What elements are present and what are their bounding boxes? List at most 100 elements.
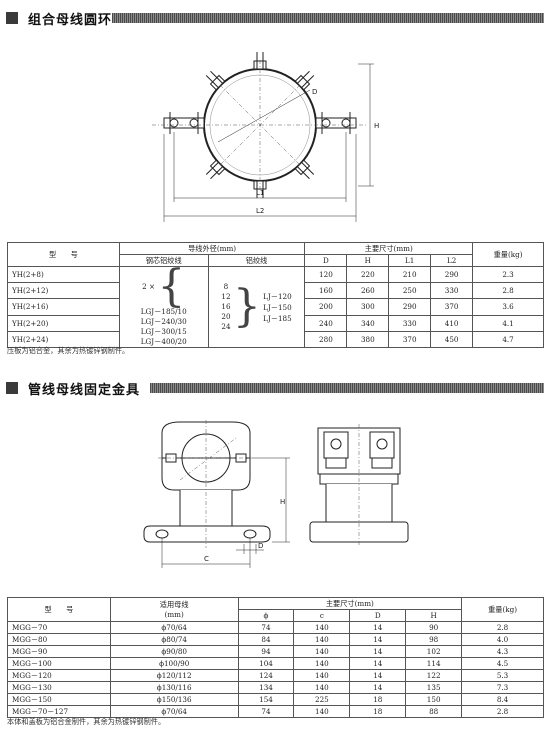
dim-label-c: C bbox=[204, 555, 209, 563]
cell-d: 160 bbox=[304, 282, 348, 300]
al-item: LJ－120 bbox=[263, 291, 292, 301]
cell-weight: 2.8 bbox=[461, 705, 544, 718]
cell-busbar: ϕ120/112 bbox=[109, 669, 239, 682]
cell-c: 140 bbox=[293, 621, 351, 634]
cell-c: 140 bbox=[293, 705, 351, 718]
table-row: MGG－150 ϕ150/136 154 225 18 150 8.4 bbox=[7, 693, 544, 706]
cell-d: 18 bbox=[349, 693, 407, 706]
al-group: 8 12 16 20 24 } LJ－120 LJ－150 LJ－185 bbox=[207, 266, 306, 348]
cell-weight: 2.8 bbox=[472, 282, 544, 300]
cell-weight: 4.0 bbox=[461, 633, 544, 646]
cell-phi: 154 bbox=[237, 693, 295, 706]
cell-d: 240 bbox=[304, 314, 348, 332]
al-size: 16 bbox=[221, 302, 231, 311]
dim-label-l2: L2 bbox=[256, 207, 264, 215]
cell-busbar: ϕ150/136 bbox=[109, 693, 239, 706]
col-header-l2: L2 bbox=[430, 254, 474, 267]
cell-phi: 74 bbox=[237, 621, 295, 634]
cell-model: YH(2+24) bbox=[7, 330, 120, 349]
section1-title: 组合母线圆环 bbox=[28, 13, 113, 28]
col-header-model: 型 号 bbox=[7, 242, 120, 267]
cell-weight: 3.6 bbox=[472, 298, 544, 316]
acsr-group: 2 × { LGJ－185/10 LGJ－240/30 LGJ－300/15 L… bbox=[118, 265, 209, 348]
cell-h: 220 bbox=[346, 265, 390, 284]
col-header-weight: 重量(kg) bbox=[472, 242, 544, 267]
cell-model: YH(2+12) bbox=[7, 282, 120, 300]
cell-model: MGG－80 bbox=[7, 633, 111, 646]
cell-l1: 210 bbox=[388, 265, 432, 284]
ring-spec-table: 型 号 导线外径(mm) 主要尺寸(mm) 重量(kg) 钢芯铝绞线 铝绞线 D… bbox=[7, 242, 544, 349]
cell-l1: 290 bbox=[388, 298, 432, 316]
cell-busbar: ϕ130/116 bbox=[109, 681, 239, 694]
dim-label-h: H bbox=[374, 122, 379, 130]
acsr-prefix: 2 × bbox=[142, 282, 156, 291]
section1-header: 组合母线圆环 bbox=[0, 8, 550, 28]
al-size: 8 bbox=[223, 282, 229, 291]
cell-weight: 4.7 bbox=[472, 330, 544, 349]
cell-c: 140 bbox=[293, 681, 351, 694]
col-header-phi: ϕ bbox=[237, 609, 295, 622]
busbar-fixture-drawing: H C D bbox=[143, 420, 409, 568]
cell-l2: 370 bbox=[430, 298, 474, 316]
cell-model: YH(2+8) bbox=[7, 265, 120, 284]
ring-clamp-drawing: D H L1 L2 bbox=[152, 52, 379, 222]
section2-title: 管线母线固定金具 bbox=[28, 383, 141, 398]
cell-h: 114 bbox=[405, 657, 463, 670]
al-item: LJ－150 bbox=[263, 302, 292, 312]
cell-weight: 8.4 bbox=[461, 693, 544, 706]
cell-h: 260 bbox=[346, 282, 390, 300]
cell-h: 340 bbox=[346, 314, 390, 332]
cell-d: 120 bbox=[304, 265, 348, 284]
cell-d: 14 bbox=[349, 657, 407, 670]
cell-model: MGG－120 bbox=[7, 669, 111, 682]
col-header-l1: L1 bbox=[388, 254, 432, 267]
acsr-item: LGJ－400/20 bbox=[140, 337, 187, 346]
col-header-main-dim: 主要尺寸(mm) bbox=[304, 242, 474, 255]
col-header-busbar-unit: (mm) bbox=[164, 609, 184, 619]
col-header-weight: 重量(kg) bbox=[461, 597, 544, 622]
table-row: YH(2+8) 2 × { LGJ－185/10 LGJ－240/30 LGJ－… bbox=[7, 265, 544, 348]
al-size: 12 bbox=[221, 292, 231, 301]
table-row: MGG－120 ϕ120/112 124 140 14 122 5.3 bbox=[7, 669, 544, 682]
cell-model: MGG－130 bbox=[7, 681, 111, 694]
cell-busbar: ϕ80/74 bbox=[109, 633, 239, 646]
cell-d: 14 bbox=[349, 669, 407, 682]
col-header-al: 铝绞线 bbox=[207, 254, 306, 267]
cell-model: MGG－90 bbox=[7, 645, 111, 658]
cell-busbar: ϕ100/90 bbox=[109, 657, 239, 670]
table-row: MGG－90 ϕ90/80 94 140 14 102 4.3 bbox=[7, 645, 544, 658]
col-header-busbar-label: 适用母线 bbox=[159, 599, 189, 609]
cell-phi: 84 bbox=[237, 633, 295, 646]
section-square-marker bbox=[6, 12, 18, 24]
cell-weight: 2.8 bbox=[461, 621, 544, 634]
cell-phi: 134 bbox=[237, 681, 295, 694]
al-item: LJ－185 bbox=[263, 313, 292, 323]
cell-c: 225 bbox=[293, 693, 351, 706]
cell-phi: 124 bbox=[237, 669, 295, 682]
cell-h: 300 bbox=[346, 298, 390, 316]
cell-l1: 330 bbox=[388, 314, 432, 332]
cell-d: 14 bbox=[349, 633, 407, 646]
cell-weight: 4.5 bbox=[461, 657, 544, 670]
cell-l1: 250 bbox=[388, 282, 432, 300]
cell-h: 380 bbox=[346, 330, 390, 349]
cell-h: 88 bbox=[405, 705, 463, 718]
table-row: YH(2+12) 160 260 250 330 2.8 bbox=[7, 282, 544, 300]
table-row: MGG－70－127 ϕ70/64 74 140 18 88 2.8 bbox=[7, 705, 544, 718]
cell-d: 14 bbox=[349, 621, 407, 634]
cell-weight: 5.3 bbox=[461, 669, 544, 682]
al-size: 20 bbox=[221, 312, 231, 321]
dim-label-d: D bbox=[258, 542, 263, 550]
section-square-marker bbox=[6, 382, 18, 394]
cell-h: 102 bbox=[405, 645, 463, 658]
cell-d: 200 bbox=[304, 298, 348, 316]
cell-l1: 370 bbox=[388, 330, 432, 349]
brace-icon: { bbox=[157, 261, 186, 312]
cell-model: YH(2+20) bbox=[7, 314, 120, 332]
col-header-c: c bbox=[293, 609, 351, 622]
cell-busbar: ϕ70/64 bbox=[109, 621, 239, 634]
cell-model: MGG－100 bbox=[7, 657, 111, 670]
cell-model: MGG－150 bbox=[7, 693, 111, 706]
table-row: YH(2+24) 280 380 370 450 4.7 bbox=[7, 330, 544, 349]
cell-h: 122 bbox=[405, 669, 463, 682]
